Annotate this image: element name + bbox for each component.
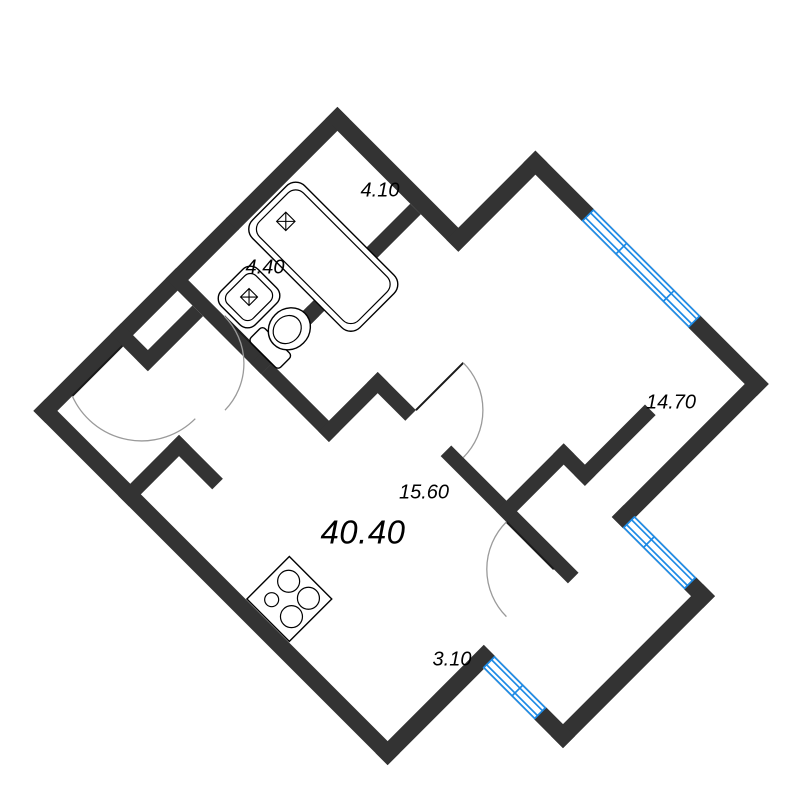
balcony-door-glazing — [482, 655, 547, 720]
bathtub-drain-icon — [275, 211, 296, 232]
bathroom-fixtures — [217, 181, 399, 369]
balcony-door-frame — [482, 655, 547, 720]
sink — [217, 265, 281, 329]
bedroom-window-mullion-1 — [585, 217, 693, 325]
area-label-hallway: 4.40 — [246, 256, 285, 278]
wall-bedroom-step — [446, 150, 548, 252]
stove — [245, 555, 333, 643]
area-label-bathroom: 4.10 — [361, 179, 400, 201]
sink-inner — [224, 272, 274, 322]
bedroom-window-transom-1 — [615, 242, 628, 255]
sink-drain-x2 — [248, 288, 250, 306]
entrance-door — [71, 345, 196, 442]
bedroom-door-arc — [462, 362, 484, 459]
area-labels: 40.40 14.70 4.40 4.10 15.60 3.10 — [246, 179, 697, 670]
bathtub-drain-x2 — [285, 212, 287, 231]
area-label-total: 40.40 — [320, 514, 405, 551]
area-label-bedroom: 14.70 — [646, 391, 696, 413]
bedroom-window-mullion-2 — [589, 212, 698, 320]
balcony-east-transom — [642, 536, 655, 548]
stove-body — [245, 555, 333, 643]
balcony-door-arc — [486, 521, 507, 618]
wall-entry-head — [137, 305, 204, 372]
balcony-door-leaf — [505, 521, 555, 570]
balcony-door-mullion-1 — [486, 664, 539, 717]
bedroom-window-frame — [581, 208, 701, 328]
entrance-door-arc — [71, 395, 196, 442]
wall-bath-left — [165, 268, 272, 375]
bathtub — [248, 181, 399, 332]
bedroom-window-transom-2 — [662, 290, 675, 302]
wall-balcony-head — [574, 404, 656, 486]
entrance-door-leaf — [71, 345, 124, 397]
bedroom-door-leaf — [415, 362, 464, 411]
wall-top-hall — [33, 217, 240, 423]
bedroom-window — [581, 208, 701, 328]
balcony-east-opening — [623, 516, 696, 590]
bathtub-drain-box — [275, 211, 296, 232]
stove-burner-3 — [279, 605, 304, 629]
balcony-door-transom — [511, 684, 524, 697]
wall-bottom-bedroom — [611, 371, 769, 529]
wall-top-bath — [225, 106, 350, 231]
wall-balcony-bottom — [550, 584, 716, 749]
balcony-door-leaf-group — [486, 521, 555, 618]
stove-burner-2 — [277, 569, 301, 593]
windows — [482, 208, 701, 720]
stove-burner-4 — [296, 586, 321, 610]
wall-bottom-living — [375, 644, 496, 766]
bedroom-door — [415, 362, 484, 459]
balcony-door-opening — [483, 656, 547, 720]
wall-living-bedroom-upper — [367, 371, 416, 421]
bathtub-inner — [255, 189, 391, 325]
sink-drain-icon — [239, 287, 259, 307]
toilet-seat — [272, 314, 302, 345]
wall-entrance-return — [168, 434, 223, 490]
balcony-door-mullion-2 — [490, 659, 544, 712]
area-label-balcony: 3.10 — [433, 648, 472, 670]
stove-burner-1 — [264, 592, 280, 608]
wall-hall-bedroom-head — [318, 371, 389, 442]
balcony-east-mullion-1 — [626, 524, 689, 587]
wall-entrance-nib — [118, 434, 190, 507]
toilet-bowl — [267, 307, 312, 351]
sink-drain-box — [239, 287, 259, 307]
area-label-corridor: 15.60 — [399, 481, 449, 503]
balcony-window-east — [622, 515, 697, 590]
wall-hall-bedroom — [261, 363, 340, 442]
bedroom-window-opening — [582, 209, 701, 328]
balcony-east-mullion-2 — [630, 519, 693, 582]
toilet — [249, 307, 312, 369]
bathroom-door-arc — [223, 315, 245, 411]
wall-right-upper — [325, 106, 471, 252]
balcony-east-frame — [622, 515, 697, 590]
wall-corridor-balcony — [495, 443, 575, 522]
